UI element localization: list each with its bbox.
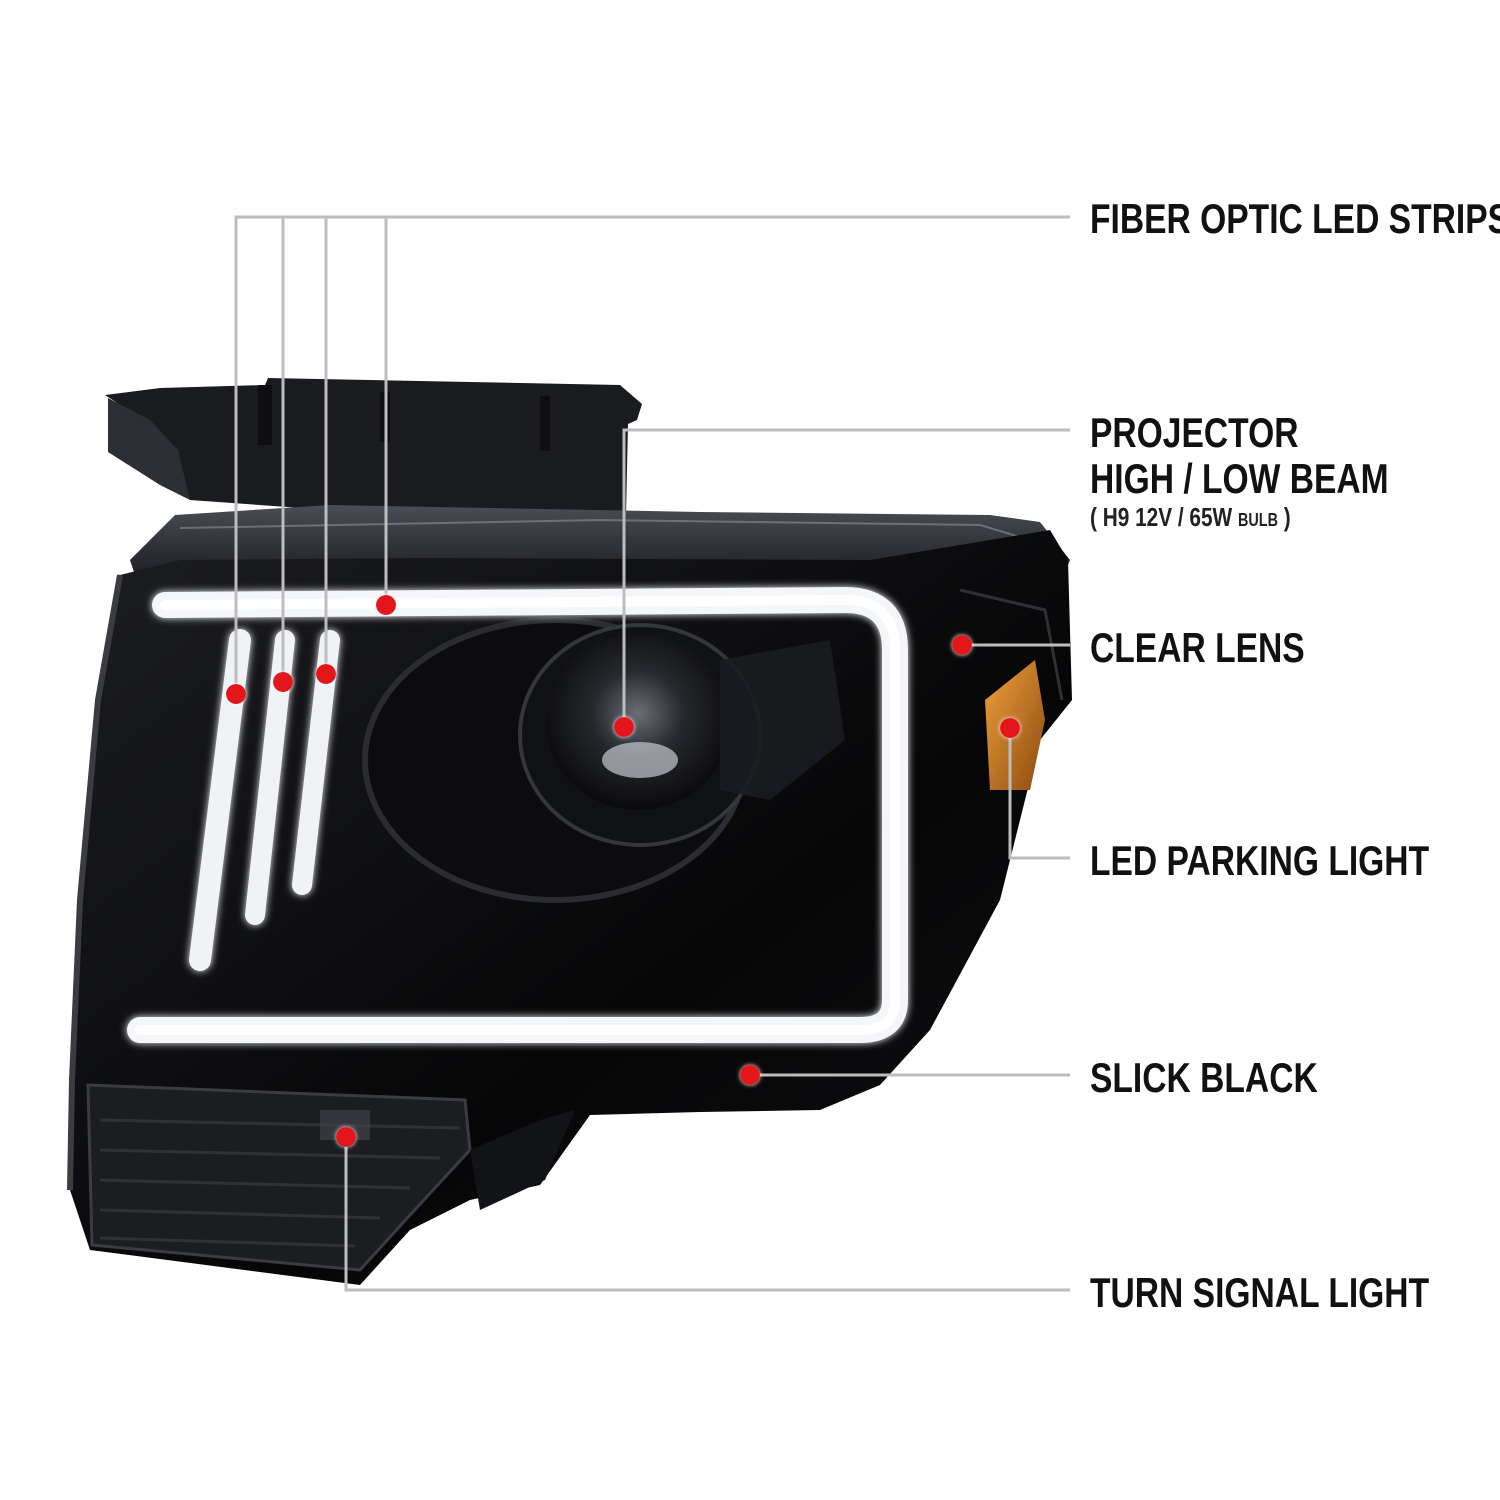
projector-bulb-spec: ( H9 12V / 65W BULB )	[1090, 504, 1389, 530]
red-dot-icon	[1000, 718, 1020, 738]
projector-line2: HIGH / LOW BEAM	[1090, 455, 1389, 502]
label-fiber-optic-led-strips: FIBER OPTIC LED STRIPS	[1090, 198, 1500, 240]
red-dot-icon	[273, 672, 293, 692]
led-parking-label-text: LED PARKING LIGHT	[1090, 837, 1430, 884]
red-dot-icon	[316, 664, 336, 684]
label-projector: PROJECTOR HIGH / LOW BEAM ( H9 12V / 65W…	[1090, 409, 1389, 531]
red-dot-icon	[952, 635, 972, 655]
bulb-word: BULB	[1237, 510, 1278, 530]
label-slick-black: SLICK BLACK	[1090, 1057, 1318, 1099]
bulb-spec-text: ( H9 12V / 65W	[1090, 502, 1238, 532]
red-dot-icon	[740, 1065, 760, 1085]
red-dot-icon	[336, 1127, 356, 1147]
clear-lens-label-text: CLEAR LENS	[1090, 624, 1305, 671]
turn-signal-housing	[86, 1083, 575, 1272]
turn-signal-label-text: TURN SIGNAL LIGHT	[1090, 1269, 1430, 1316]
projector-assembly	[362, 617, 845, 903]
label-clear-lens: CLEAR LENS	[1090, 627, 1305, 669]
label-led-parking-light: LED PARKING LIGHT	[1090, 840, 1429, 882]
projector-line1: PROJECTOR	[1090, 409, 1299, 456]
label-turn-signal-light: TURN SIGNAL LIGHT	[1090, 1272, 1429, 1314]
bulb-spec-close: )	[1277, 502, 1291, 532]
callout-lines	[234, 215, 1070, 1292]
red-dot-icon	[614, 717, 634, 737]
red-dot-icon	[376, 595, 396, 615]
mounting-bracket	[105, 378, 642, 515]
red-dot-icon	[226, 684, 246, 704]
fiber-optic-label-text: FIBER OPTIC LED STRIPS	[1090, 195, 1500, 242]
slick-black-label-text: SLICK BLACK	[1090, 1054, 1318, 1101]
callout-dots	[226, 595, 1020, 1147]
